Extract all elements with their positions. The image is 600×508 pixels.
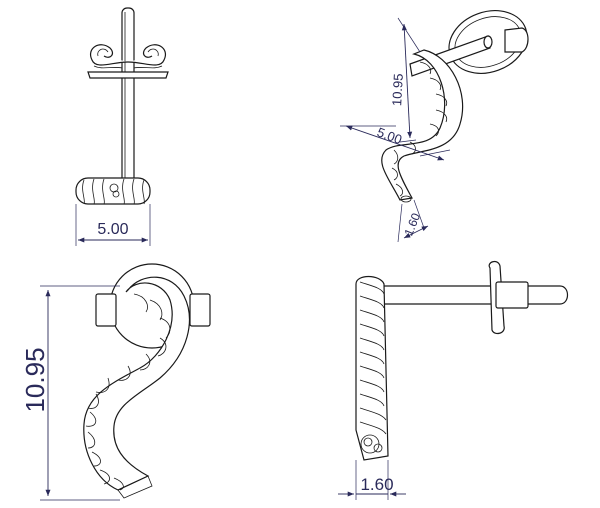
front-width-dimension: 5.00: [75, 204, 151, 246]
top-view: 10.95: [20, 263, 211, 501]
front-rope-coil: [75, 177, 151, 205]
front-butterfly-back: [87, 44, 169, 79]
side-view: 1.60: [338, 260, 569, 500]
iso-height-label: 10.95: [389, 73, 406, 106]
side-post: [381, 285, 569, 305]
top-rope: [83, 276, 190, 499]
side-rope: [355, 275, 389, 461]
front-post: [121, 7, 135, 189]
side-wire-label: 1.60: [360, 475, 393, 494]
iso-height-dimension: 10.95: [389, 17, 421, 143]
top-height-dimension: 10.95: [20, 285, 120, 501]
top-left-tab: [95, 293, 117, 327]
top-height-label: 10.95: [20, 347, 50, 412]
isometric-view: 10.95 5.00 1.60: [340, 10, 529, 243]
iso-wire-dimension: 1.60: [397, 199, 429, 243]
top-right-tab: [189, 293, 211, 327]
side-wire-dimension: 1.60: [338, 460, 406, 500]
front-width-label: 5.00: [97, 221, 128, 238]
iso-wire-label: 1.60: [401, 211, 423, 238]
side-back-disc: [488, 260, 529, 335]
front-view: 5.00: [75, 7, 169, 246]
iso-width-label: 5.00: [375, 124, 404, 147]
